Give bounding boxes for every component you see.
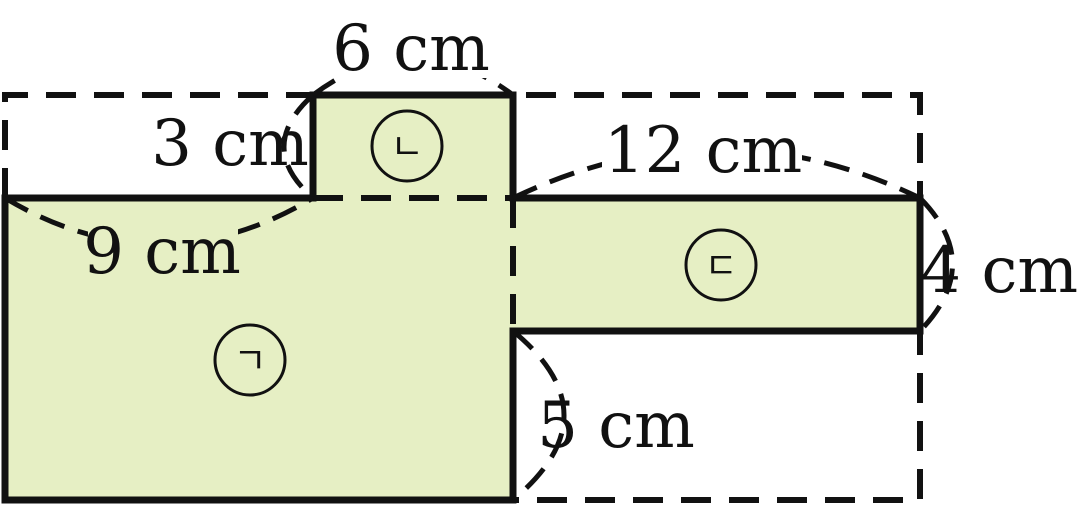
region-b-text: ㄴ	[390, 127, 423, 168]
left-width-label: 9 cm	[83, 215, 241, 289]
region-c-text: ㄷ	[704, 246, 737, 287]
right-height-label: 4 cm	[920, 234, 1078, 308]
lower-gap-label: 5 cm	[537, 389, 695, 463]
top-width-label: 6 cm	[332, 12, 490, 86]
right-width-label: 12 cm	[604, 114, 802, 188]
notch-height-label: 3 cm	[151, 107, 309, 181]
region-a-text: ㄱ	[233, 341, 266, 382]
